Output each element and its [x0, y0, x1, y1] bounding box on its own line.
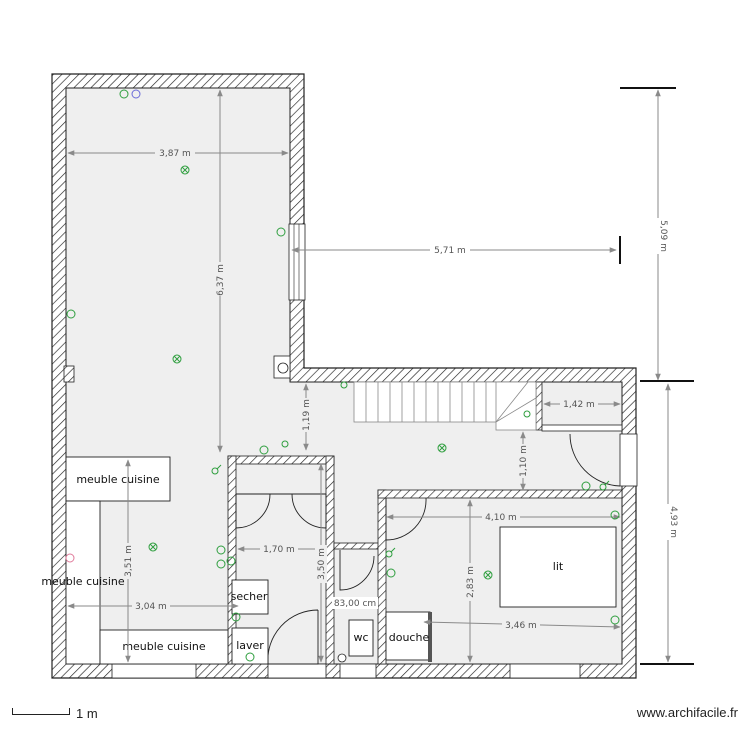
outlet-icon [245, 652, 255, 662]
dim-bedroom-height: 2,83 m [466, 566, 476, 598]
outlet-icon [386, 568, 396, 578]
outlet-icon [226, 556, 236, 566]
dim-kitchen-lower-height: 3,51 m [124, 545, 134, 577]
dimension-labels: 3,87 m 6,37 m 5,71 m 5,09 m 4,93 m 1,19 … [122, 147, 678, 631]
switch-icon [281, 440, 289, 448]
kitchen-unit-top-label: meuble cuisine [76, 473, 160, 486]
switch-icon [523, 410, 531, 418]
dim-laundry-width: 1,70 m [263, 545, 295, 555]
light-point-icon [483, 570, 493, 580]
openings [63, 223, 638, 679]
dim-laundry-height: 3,50 m [317, 548, 327, 580]
scale-bar [12, 708, 70, 715]
toilet-label: wc [353, 631, 368, 644]
doors [235, 433, 621, 665]
switch-icon [211, 464, 222, 475]
outlet-icon [66, 309, 76, 319]
furniture [65, 456, 617, 665]
dim-hall-depth: 1,10 m [519, 445, 529, 477]
dim-kitchen-height: 6,37 m [216, 264, 226, 296]
dim-window-offset: 5,71 m [434, 246, 466, 256]
tv-outlet-icon [131, 89, 141, 99]
outlet-icon [119, 89, 129, 99]
dim-bedroom-width: 4,10 m [485, 513, 517, 523]
reference-ticks [619, 87, 694, 665]
switch-icon [599, 480, 610, 491]
outlet-icon [581, 481, 591, 491]
shower-label: douche [389, 631, 430, 644]
washer-label: laver [236, 639, 264, 652]
dim-wc-width: 83,00 cm [334, 599, 376, 609]
switch-icon [340, 381, 348, 389]
light-point-icon [437, 443, 447, 453]
light-point-icon [180, 165, 190, 175]
kitchen-unit-left-label: meuble cuisine [41, 575, 125, 588]
light-point-icon [148, 542, 158, 552]
switch-icon [385, 547, 396, 558]
dim-upper-height: 5,09 m [658, 220, 668, 252]
electrical-symbols [66, 89, 620, 662]
kitchen-unit-bottom-label: meuble cuisine [122, 640, 206, 653]
dim-kitchen-width: 3,87 m [159, 149, 191, 159]
outlet-icon [216, 545, 226, 555]
outlet-icon [216, 559, 226, 569]
bed-label: lit [553, 560, 564, 573]
website-credit: www.archifacile.fr [636, 705, 738, 720]
dim-kitchen-lower-width: 3,04 m [135, 602, 167, 612]
outlet-icon [610, 615, 620, 625]
gas-outlet-icon [65, 553, 75, 563]
dim-corridor-depth: 1,19 m [302, 399, 312, 431]
dim-bedroom-lower-width: 3,46 m [505, 621, 537, 631]
outlet-icon [276, 227, 286, 237]
staircase [353, 381, 537, 431]
dryer-label: secher [231, 590, 268, 603]
outlet-icon [259, 445, 269, 455]
light-point-icon [172, 354, 182, 364]
partitions [227, 381, 623, 665]
dim-lower-height: 4,93 m [668, 506, 678, 538]
outlet-icon [610, 510, 620, 520]
scale-label: 1 m [76, 706, 98, 721]
outlet-icon [231, 612, 241, 622]
dim-closet-width: 1,42 m [563, 400, 595, 410]
